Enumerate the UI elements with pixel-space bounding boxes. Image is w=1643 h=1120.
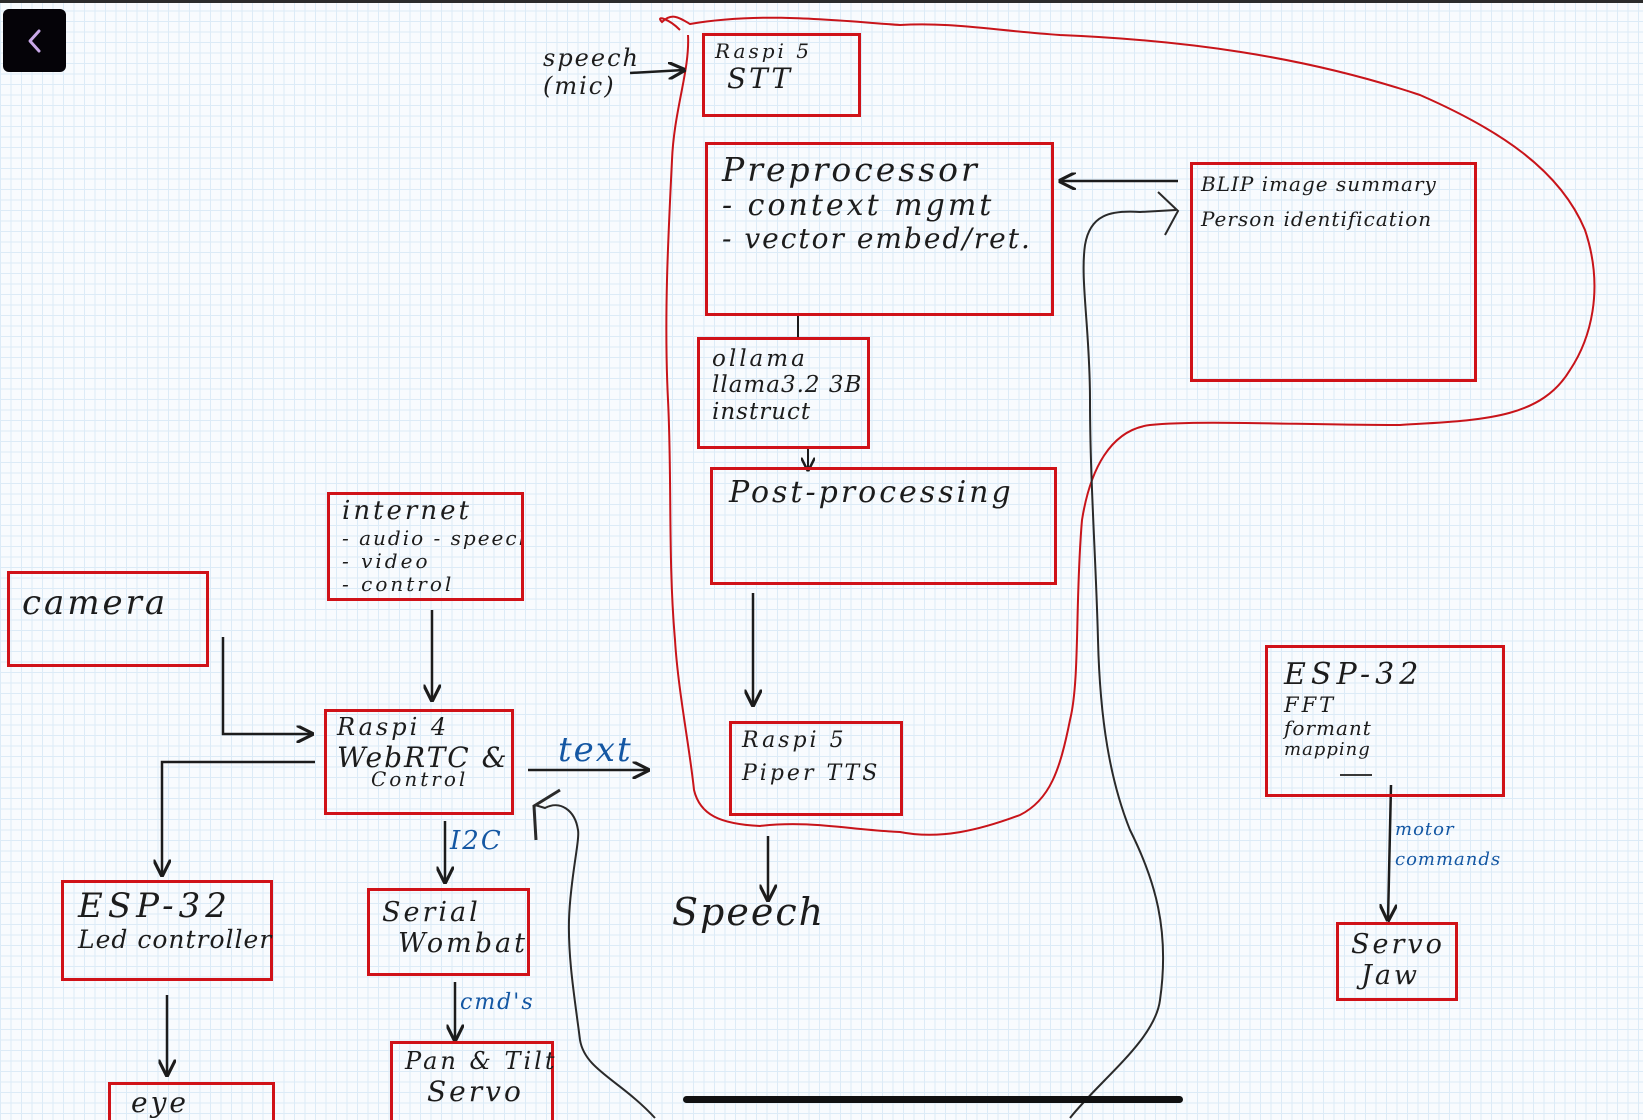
pipeline-boundary-outline — [659, 15, 1596, 836]
internet-item-3: - control — [342, 571, 455, 596]
arrow-esp32-fft-to-jaw — [1388, 784, 1391, 920]
top-edge-bar — [0, 0, 1643, 3]
eye-title: eye — [131, 1086, 189, 1119]
tts-box[interactable]: Raspi 5 Piper TTS — [729, 721, 903, 816]
eye-box[interactable]: eye — [108, 1082, 275, 1120]
internet-item-1: - audio - speech — [342, 525, 524, 550]
wombat-line-2: Wombat — [398, 928, 529, 960]
ollama-line-3: instruct — [712, 398, 812, 425]
edge-label-motor-commands: motor commands — [1395, 815, 1501, 875]
internet-box[interactable]: internet - audio - speech - video - cont… — [327, 492, 524, 601]
chevron-left-icon — [28, 29, 40, 52]
motor-commands-line-2: commands — [1395, 849, 1502, 870]
stt-box-subtitle: STT — [727, 62, 794, 95]
preprocessor-item-1: - context mgmt — [722, 187, 995, 223]
arrow-mic-to-stt — [629, 70, 684, 73]
tts-line-2: Piper TTS — [742, 761, 881, 787]
camera-title: camera — [22, 583, 169, 623]
stt-box[interactable]: Raspi 5 STT — [702, 33, 861, 117]
esp32-fft-line-2: FFT — [1284, 692, 1337, 717]
esp32-fft-box[interactable]: ESP-32 FFT formant mapping — [1265, 645, 1505, 797]
internet-item-2: - video — [342, 548, 431, 573]
ollama-box[interactable]: ollama llama3.2 3B instruct — [697, 337, 870, 449]
speech-mic-line-1: speech — [543, 44, 640, 72]
blip-line-2: Person identification — [1201, 207, 1433, 231]
line-bottom-to-blip — [1069, 209, 1177, 1119]
blip-line-1: BLIP image summary — [1201, 172, 1437, 196]
edge-label-i2c: I2C — [450, 826, 503, 856]
raspi4-return-arrowhead — [532, 788, 561, 841]
esp32-fft-line-1: ESP-32 — [1284, 657, 1424, 692]
preprocessor-title: Preprocessor — [722, 150, 980, 189]
raspi4-line-1: Raspi 4 — [337, 713, 450, 741]
raspi4-line-2: WebRTC & — [337, 740, 509, 774]
edge-label-text: text — [558, 730, 633, 770]
preprocessor-item-2: - vector embed/ret. — [722, 222, 1032, 256]
blip-box[interactable]: BLIP image summary Person identification — [1190, 162, 1477, 382]
speech-output-label: Speech — [672, 890, 826, 934]
edge-label-cmds: cmd's — [460, 990, 535, 1015]
stt-box-title: Raspi 5 — [715, 39, 812, 63]
internet-title: internet — [342, 496, 472, 526]
pan-tilt-line-2: Servo — [427, 1074, 524, 1108]
esp32-led-line-2: Led controller — [78, 925, 273, 955]
esp32-fft-line-3: formant — [1284, 715, 1372, 740]
raspi4-box[interactable]: Raspi 4 WebRTC & Control — [324, 709, 514, 815]
arrow-camera-to-raspi4 — [221, 637, 312, 734]
serial-wombat-box[interactable]: Serial Wombat — [367, 888, 530, 976]
camera-box[interactable]: camera — [7, 571, 209, 667]
speech-mic-line-2: (mic) — [543, 72, 616, 100]
home-indicator-bar[interactable] — [683, 1096, 1183, 1103]
servo-jaw-line-1: Servo — [1351, 929, 1445, 960]
motor-commands-line-1: motor — [1395, 819, 1455, 840]
esp32-fft-line-4: mapping — [1284, 738, 1371, 760]
ollama-line-1: ollama — [712, 346, 808, 372]
back-button[interactable] — [3, 9, 66, 72]
line-bottom-to-raspi4 — [534, 804, 656, 1119]
preprocessor-box[interactable]: Preprocessor - context mgmt - vector emb… — [705, 142, 1054, 316]
servo-jaw-box[interactable]: Servo Jaw — [1336, 922, 1458, 1001]
pan-tilt-line-1: Pan & Tilt — [405, 1047, 558, 1075]
arrow-raspi4-to-esp32-led — [162, 760, 315, 875]
speech-mic-input-label: speech (mic) — [543, 44, 640, 100]
raspi4-line-3: Control — [371, 766, 469, 791]
esp32-led-box[interactable]: ESP-32 Led controller — [61, 880, 273, 981]
postprocessing-box[interactable]: Post-processing — [710, 467, 1057, 585]
esp32-led-line-1: ESP-32 — [78, 886, 232, 926]
pan-tilt-servo-box[interactable]: Pan & Tilt Servo — [390, 1041, 554, 1120]
blip-input-arrowhead — [1157, 191, 1180, 236]
wombat-line-1: Serial — [382, 897, 481, 928]
servo-jaw-line-2: Jaw — [1361, 960, 1421, 992]
postprocessing-title: Post-processing — [729, 475, 1014, 510]
tts-line-1: Raspi 5 — [742, 728, 847, 753]
ollama-line-2: llama3.2 3B — [712, 372, 863, 399]
